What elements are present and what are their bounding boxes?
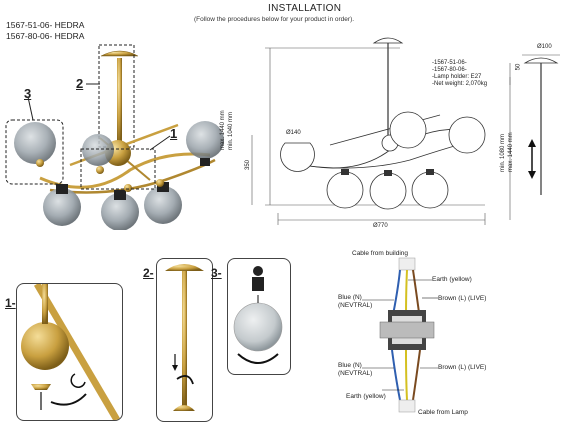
detail-2-label: 2-	[143, 266, 154, 280]
wire-blue-bot-1: Blue (N)	[338, 362, 362, 369]
wire-cable-lamp: Cable from Lamp	[418, 409, 468, 416]
dim-height: 350	[245, 159, 251, 170]
detail-1-box	[16, 283, 123, 421]
detail-2-box	[156, 258, 213, 422]
detail-3-label: 3-	[211, 266, 222, 280]
chandelier-illustration	[5, 44, 224, 230]
wire-cable-building: Cable from building	[352, 250, 409, 257]
wire-brown-top: Brown (L) (LIVE)	[438, 295, 487, 302]
step-2-label: 2	[76, 76, 84, 91]
page-title: INSTALLATION	[268, 3, 342, 14]
spec-line-2: -1567-80-06-	[432, 67, 467, 73]
dim-right-min: min. 1080 mm	[500, 133, 506, 172]
step-1-label: 1	[170, 126, 178, 141]
wire-brown-bot: Brown (L) (LIVE)	[438, 364, 487, 371]
wire-blue-bot-2: (NEVTRAL)	[338, 370, 373, 377]
wire-earth-top: Earth (yellow)	[432, 276, 472, 283]
model-code-1: 1567-51-06- HEDRA	[6, 20, 85, 30]
detail-3-box	[227, 258, 291, 375]
spec-line-4: -Net weight: 2,070kg	[432, 81, 488, 87]
dim-width: Ø770	[373, 223, 388, 229]
dim-left-min: min. 1040 mm	[228, 111, 234, 150]
detail-1-label: 1-	[5, 296, 16, 310]
model-code-2: 1567-80-06- HEDRA	[6, 31, 85, 41]
dim-globe: Ø140	[286, 130, 301, 136]
page-subtitle: (Follow the procedures below for your pr…	[194, 16, 355, 23]
wiring-diagram	[362, 257, 438, 413]
dim-drop: 50	[515, 63, 522, 71]
wire-blue-top-2: (NEVTRAL)	[338, 302, 373, 309]
step-3-label: 3	[24, 86, 32, 101]
dimension-drawing	[251, 37, 560, 225]
dim-canopy: Ø100	[537, 44, 552, 50]
wire-blue-top-1: Blue (N)	[338, 294, 362, 301]
spec-line-1: -1567-51-06-	[432, 60, 467, 66]
spec-line-3: -Lamp holder: E27	[432, 74, 482, 80]
wire-earth-bot: Earth (yellow)	[346, 393, 386, 400]
dim-right-max: max. 1440 mm	[508, 132, 514, 172]
dim-left-max: max. 1440 mm	[220, 110, 226, 150]
